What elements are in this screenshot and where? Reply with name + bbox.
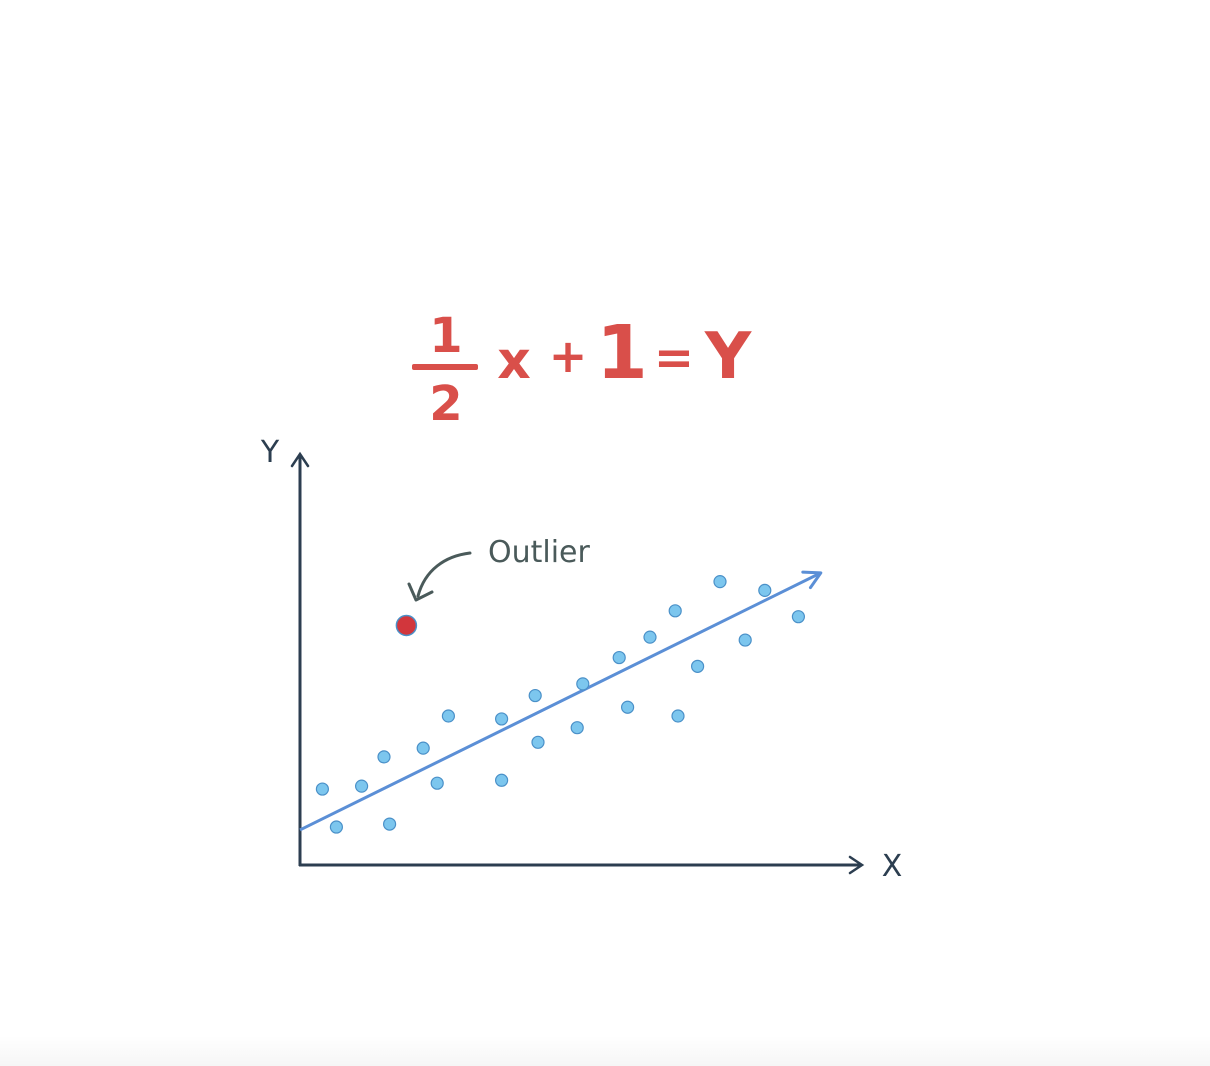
data-point: [690, 659, 705, 673]
equation-constant: 1: [596, 310, 648, 396]
data-point: [612, 650, 626, 665]
data-point: [441, 709, 455, 723]
x-axis-label: X: [882, 849, 903, 884]
data-point: [758, 583, 772, 597]
x-axis-arrowhead: [848, 855, 865, 875]
data-point: [668, 604, 682, 618]
outlier-label: Outlier: [488, 535, 591, 570]
data-point: [430, 776, 444, 790]
equation-equals: =: [654, 330, 694, 386]
trend-line: [299, 571, 822, 832]
data-point: [620, 700, 635, 714]
data-point: [495, 712, 509, 726]
outlier-arrow-curve: [416, 551, 472, 598]
axes: Y X: [260, 435, 902, 884]
data-point: [570, 721, 584, 735]
data-point: [416, 741, 430, 755]
data-point: [329, 820, 343, 834]
equation-plus: +: [549, 329, 588, 383]
data-point: [738, 633, 752, 647]
outlier-point: [395, 614, 418, 637]
equation-denominator: 2: [429, 376, 462, 432]
data-point: [383, 817, 397, 831]
y-axis-arrowhead: [290, 451, 310, 468]
data-point: [671, 709, 685, 723]
equation-variable: x: [497, 331, 531, 391]
chart-marks: [299, 570, 823, 834]
equation-numerator: 1: [429, 308, 462, 364]
trend-line-arrowhead: [801, 570, 823, 590]
data-point: [576, 677, 590, 691]
data-point: [495, 773, 509, 787]
data-point: [355, 779, 369, 793]
data-point: [315, 782, 329, 796]
data-point: [377, 750, 391, 764]
equation-fraction-bar: [412, 364, 478, 370]
data-point: [791, 610, 806, 624]
y-axis-label: Y: [260, 435, 280, 470]
data-point: [531, 735, 545, 749]
data-point: [643, 630, 657, 644]
footer-band: [0, 1036, 1210, 1066]
equation-result: Y: [704, 320, 752, 394]
equation: 1 2 x + 1 = Y: [412, 308, 752, 432]
data-point: [713, 575, 727, 589]
outlier-arrowhead: [407, 582, 434, 602]
outlier-annotation: Outlier: [407, 535, 591, 602]
data-point: [528, 688, 542, 703]
